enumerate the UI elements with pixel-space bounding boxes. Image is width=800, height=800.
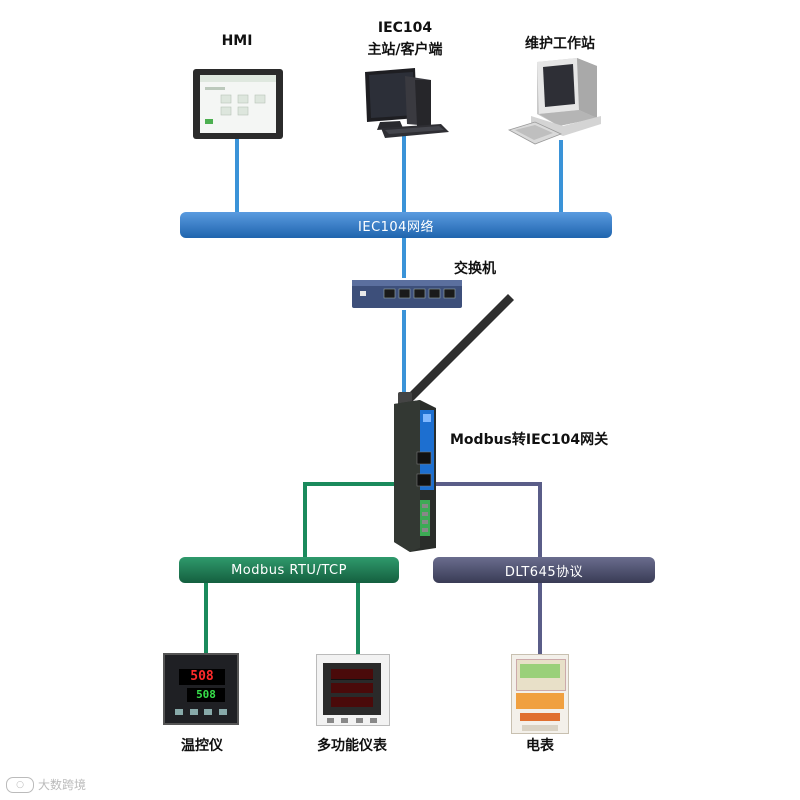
thermostat-pv-display: 508 — [179, 669, 225, 685]
temperature-controller-icon: 508 508 — [163, 653, 239, 725]
master-label-line2: 主站/客户端 — [367, 42, 443, 58]
hmi-label: HMI — [221, 33, 253, 49]
watermark-text: 大数跨境 — [38, 778, 87, 792]
master-label-line1: IEC104 — [377, 20, 433, 36]
thermostat-label: 温控仪 — [181, 738, 223, 754]
workstation-computer-icon — [507, 58, 601, 145]
thermostat-sv-display: 508 — [187, 688, 225, 702]
iec104-network-label: IEC104网络 — [358, 219, 434, 235]
dlt645-bus-label: DLT645协议 — [504, 564, 584, 580]
modbus-iec104-gateway-icon — [394, 294, 514, 552]
gateway-label: Modbus转IEC104网关 — [450, 432, 609, 448]
gateway-dlt645-link — [435, 482, 542, 560]
switch-label: 交换机 — [454, 261, 496, 277]
hmi-icon — [193, 69, 283, 139]
modbus-bus-label: Modbus RTU/TCP — [231, 562, 347, 578]
thermostat-buttons — [175, 709, 227, 717]
watermark: ○ 大数跨境 — [6, 776, 86, 793]
dlt645-protocol-bus: DLT645协议 — [433, 557, 655, 583]
network-switch-icon — [352, 280, 462, 308]
multimeter-label: 多功能仪表 — [317, 738, 387, 754]
desktop-computer-icon — [365, 68, 449, 138]
gateway-modbus-link — [303, 482, 395, 560]
iec104-network-bus: IEC104网络 — [180, 212, 612, 238]
multifunction-meter-icon — [316, 654, 390, 726]
modbus-rtu-tcp-bus: Modbus RTU/TCP — [179, 557, 399, 583]
electric-meter-icon — [511, 654, 569, 734]
meter-label: 电表 — [526, 738, 554, 754]
watermark-logo-icon: ○ — [6, 776, 34, 793]
workstation-label: 维护工作站 — [525, 36, 595, 52]
